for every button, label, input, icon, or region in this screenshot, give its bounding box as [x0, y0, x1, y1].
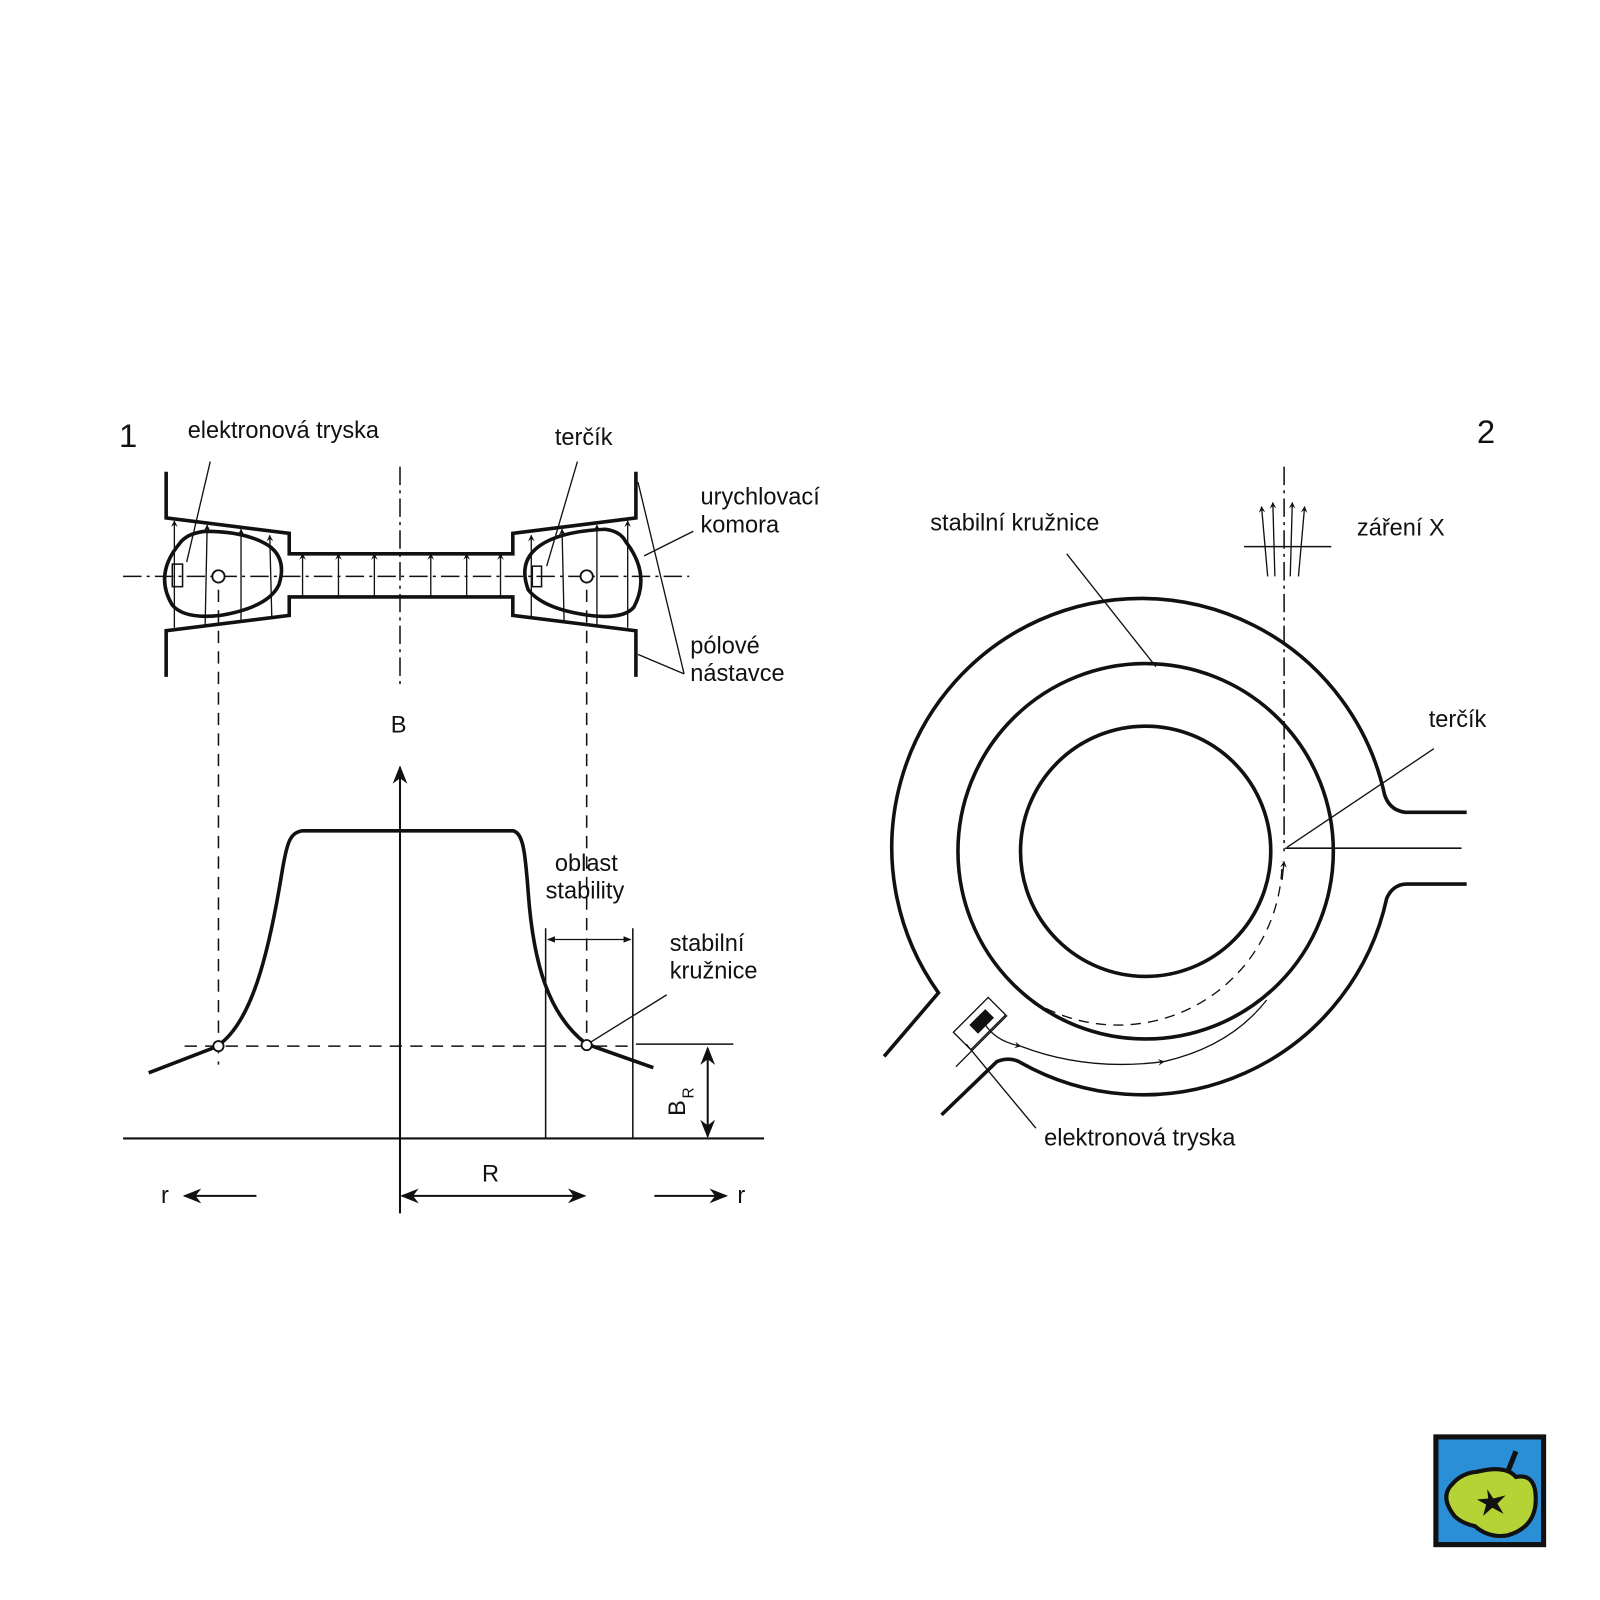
- label-chamber-2: komora: [701, 511, 781, 537]
- spiral-path-1: [1020, 1045, 1165, 1066]
- left-chamber: [162, 529, 284, 619]
- leader-poles: [637, 481, 685, 675]
- stable-circle-ring: [956, 661, 1336, 1041]
- leader-electron-gun: [186, 461, 211, 563]
- upper-pole-piece: [164, 471, 638, 556]
- label-electron-gun-2: elektronová tryska: [1044, 1125, 1236, 1151]
- right-chamber: [523, 527, 643, 619]
- outer-ring-upper: [882, 596, 1467, 1058]
- label-poles-1: pólové: [690, 632, 759, 658]
- figure-1-cross-section: 1 elektronová: [119, 417, 820, 1065]
- magnetic-field-arrows: [171, 520, 632, 628]
- lower-pole-piece: [164, 595, 638, 677]
- target-marker: [531, 565, 543, 588]
- figure-2-top-view: 2 stabilní kružnice záření X terčík: [882, 413, 1495, 1151]
- label-chamber-1: urychlovací: [701, 484, 821, 510]
- curve-point-right: [580, 1039, 593, 1052]
- label-stable-circle-1: stabilní: [670, 930, 745, 956]
- publisher-logo: [1433, 1434, 1547, 1548]
- label-stable-circle-2: kružnice: [670, 957, 758, 983]
- leader-stable-circle: [590, 994, 668, 1043]
- field-curve: [148, 828, 654, 1075]
- gun-guide: [955, 1014, 1008, 1068]
- r-right-label: r: [737, 1182, 745, 1208]
- label-target-2: terčík: [1429, 706, 1487, 732]
- figure-1-number: 1: [119, 417, 137, 454]
- b-axis-label: B: [391, 711, 407, 737]
- curve-point-left: [212, 1040, 225, 1053]
- xray-arrows: [1258, 501, 1308, 577]
- leader-chamber: [643, 530, 694, 557]
- figure-1-field-graph: B oblast stability stabilní kružnice B R…: [123, 711, 765, 1214]
- label-stability-2: stability: [546, 877, 625, 903]
- r-left-label: r: [161, 1182, 169, 1208]
- radius-label: R: [482, 1161, 499, 1187]
- label-electron-gun: elektronová tryska: [188, 417, 380, 443]
- leader-stable-circle-2: [1066, 553, 1157, 668]
- electron-gun: [952, 996, 1007, 1051]
- electron-gun-marker: [171, 563, 184, 588]
- label-xray: záření X: [1357, 514, 1445, 540]
- orbit-arrow-target: [1280, 860, 1287, 881]
- injection-path: [984, 1023, 1022, 1049]
- label-stable-circle: stabilní kružnice: [930, 509, 1099, 535]
- leader-electron-gun-2: [965, 1043, 1037, 1129]
- br-label-sub: R: [680, 1087, 697, 1098]
- orbit-point-right: [579, 569, 594, 584]
- orbit-point-left: [211, 569, 226, 584]
- spiral-path-2: [1163, 999, 1268, 1063]
- label-poles-2: nástavce: [690, 660, 784, 686]
- label-stability-1: oblast: [555, 850, 618, 876]
- label-target: terčík: [555, 424, 613, 450]
- inner-core: [1018, 724, 1273, 979]
- outer-ring-lower: [940, 882, 1467, 1117]
- br-label-main: B: [664, 1100, 690, 1116]
- electron-orbit-dashed: [1030, 861, 1283, 1026]
- br-label: B R: [664, 1087, 697, 1116]
- leader-target-2: [1286, 748, 1435, 848]
- figure-2-number: 2: [1477, 413, 1495, 450]
- leader-target: [546, 461, 579, 567]
